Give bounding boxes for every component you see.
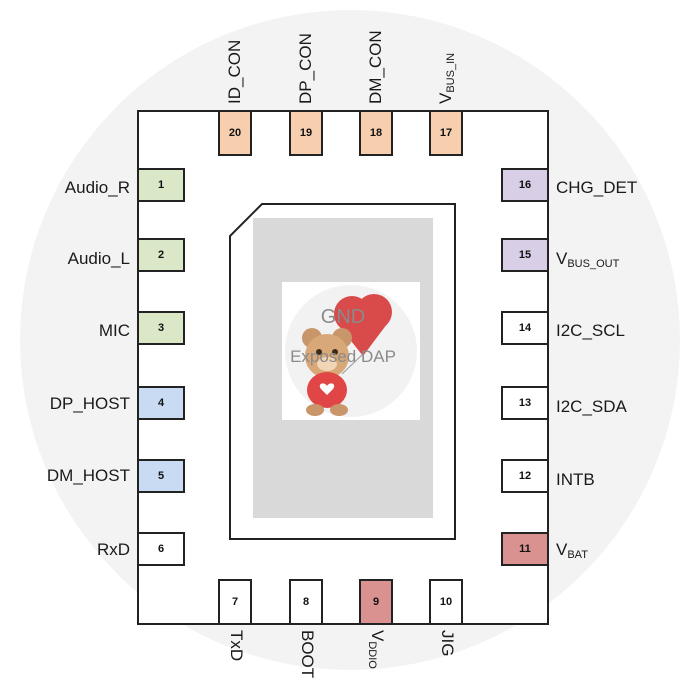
pin-7-label: TxD	[227, 630, 246, 662]
pin-16: 16	[501, 168, 549, 202]
pin-19-label: DP_CON	[296, 33, 315, 104]
pin-15-label-sub: BUS_OUT	[567, 258, 620, 270]
pin-9-label-main: V	[368, 630, 387, 642]
pin-13-label: I2C_SDA	[556, 397, 627, 416]
pin-15-label-main: V	[556, 249, 568, 268]
pin-1-label: Audio_R	[64, 178, 130, 197]
pin-19: 19	[289, 110, 323, 156]
teddy-bear-with-heart-balloon-icon	[282, 282, 420, 420]
pin-1: 1	[137, 168, 185, 202]
pin-11-label-sub: BAT	[567, 549, 588, 561]
pin-4: 4	[137, 386, 185, 420]
pin-3: 3	[137, 311, 185, 345]
pin-17: 17	[429, 110, 463, 156]
pin-18: 18	[359, 110, 393, 156]
pin-10: 10	[429, 579, 463, 625]
pin-9-label-sub: DDIO	[366, 641, 378, 669]
pin-6-label: RxD	[96, 540, 130, 559]
pin-4-label: DP_HOST	[49, 394, 130, 413]
pin-18-label: DM_CON	[366, 30, 385, 104]
pin-10-label: JIG	[438, 630, 457, 657]
pin-9: 9	[359, 579, 393, 625]
pin-14: 14	[501, 311, 549, 345]
pin-16-label: CHG_DET	[556, 178, 638, 197]
pin-5-label: DM_HOST	[46, 466, 130, 485]
pin-5: 5	[137, 459, 185, 493]
pin-11: 11	[501, 532, 549, 566]
gnd-label: GND	[320, 306, 366, 328]
pin-12: 12	[501, 459, 549, 493]
pin-13: 13	[501, 386, 549, 420]
pin-2: 2	[137, 238, 185, 272]
pin-12-label: INTB	[556, 470, 595, 489]
pin-14-label: I2C_SCL	[556, 321, 625, 340]
pin-20-label: ID_CON	[225, 39, 244, 104]
pin-11-label-main: V	[556, 540, 568, 559]
pin-15: 15	[501, 238, 549, 272]
pin-6: 6	[137, 532, 185, 566]
pin-2-label: Audio_L	[67, 249, 130, 268]
exposed-dap-label: Exposed DAP	[290, 347, 396, 366]
pin-17-label-main: V	[436, 92, 455, 104]
pin-17-label: VBUS_IN	[436, 52, 457, 104]
pin-20: 20	[218, 110, 252, 156]
pin-17-label-sub: BUS_IN	[445, 52, 457, 93]
pin-9-label: VDDIO	[366, 630, 387, 669]
pin-11-label: VBAT	[556, 541, 588, 561]
pin-3-label: MIC	[98, 321, 130, 340]
pin-7: 7	[218, 579, 252, 625]
pin-15-label: VBUS_OUT	[556, 250, 619, 270]
pin-8-label: BOOT	[298, 630, 317, 679]
pin-8: 8	[289, 579, 323, 625]
